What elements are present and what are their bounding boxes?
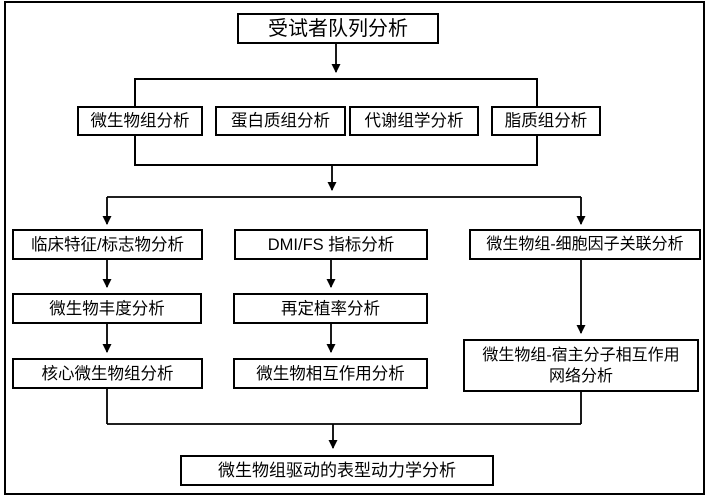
node-microbiome-host-molecule-interaction-network-analysis: 微生物组-宿主分子相互作用 网络分析 (463, 339, 699, 392)
node-metabolome-analysis: 代谢组学分析 (349, 106, 479, 136)
node-clinical-features-markers-analysis: 临床特征/标志物分析 (12, 229, 203, 260)
node-microbiome-driven-phenotype-dynamics-analysis: 微生物组驱动的表型动力学分析 (180, 455, 494, 486)
node-lipidome-analysis: 脂质组分析 (491, 106, 601, 136)
node-label-line: 微生物组-宿主分子相互作用 (482, 346, 680, 364)
node-dmi-fs-index-analysis: DMI/FS 指标分析 (234, 229, 428, 260)
node-microbiome-analysis: 微生物组分析 (77, 106, 203, 136)
node-microbial-interaction-analysis: 微生物相互作用分析 (233, 358, 428, 389)
node-microbiome-cytokine-association-analysis: 微生物组-细胞因子关联分析 (469, 229, 701, 260)
node-core-microbiome-analysis: 核心微生物组分析 (12, 358, 203, 389)
node-recolonization-rate-analysis: 再定植率分析 (233, 293, 428, 324)
node-microbial-abundance-analysis: 微生物丰度分析 (12, 293, 202, 324)
node-subject-cohort-analysis: 受试者队列分析 (237, 13, 439, 44)
node-label-line: 网络分析 (548, 367, 613, 385)
page-border (4, 1, 705, 495)
node-proteome-analysis: 蛋白质组分析 (215, 106, 346, 136)
